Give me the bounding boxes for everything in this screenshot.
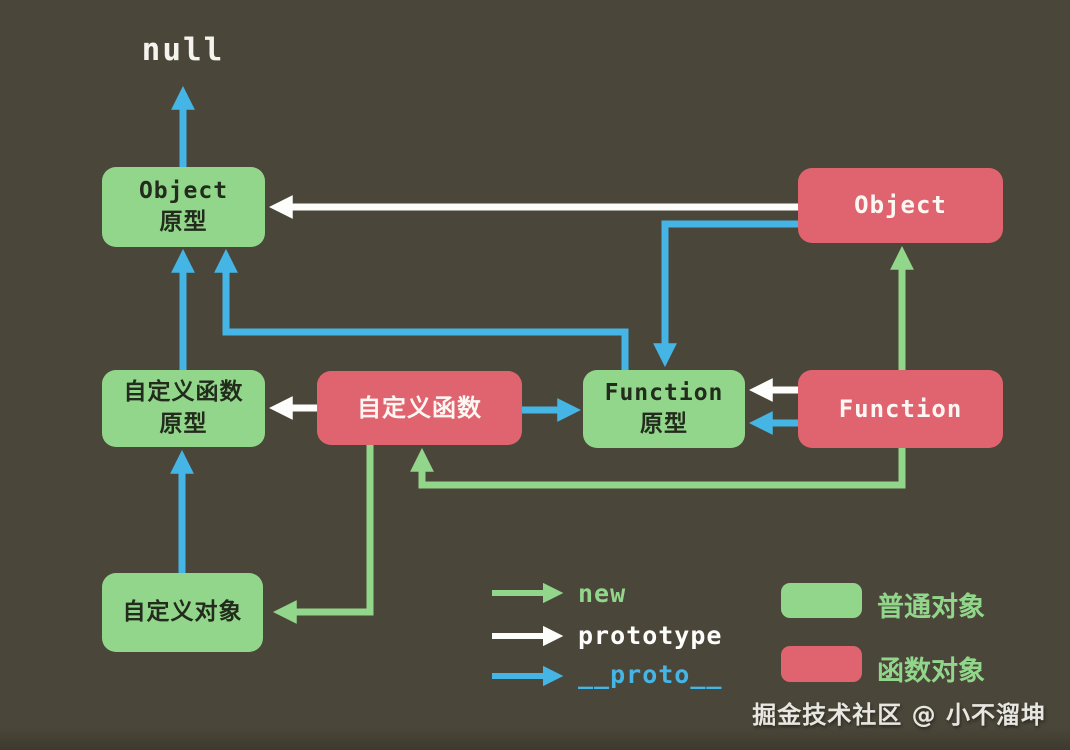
legend-label-function-object: 函数对象	[877, 656, 985, 687]
node-custom-function-prototype-line2: 原型	[159, 410, 208, 437]
node-function-line1: Function	[838, 394, 963, 423]
watermark: 掘金技术社区 @ 小不溜坤	[752, 701, 1046, 729]
legend-label-normal-object: 普通对象	[877, 592, 985, 623]
node-custom-function-prototype-line1: 自定义函数	[123, 379, 244, 406]
node-object-prototype-line2: 原型	[159, 209, 208, 235]
legend-label-proto: __proto__	[578, 660, 723, 689]
node-function-prototype-line1: Function	[604, 379, 724, 406]
legend-swatch-function-object	[781, 646, 862, 682]
arrow-proto-object-to-function-prototype	[653, 220, 798, 368]
node-object-prototype-line1: Object	[138, 177, 229, 204]
node-object-prototype: Object 原型	[102, 167, 265, 247]
node-custom-object: 自定义对象	[102, 573, 263, 652]
node-function-prototype: Function 原型	[583, 370, 745, 448]
arrow-new-custom-function-to-custom-object	[272, 445, 374, 624]
node-custom-function: 自定义函数	[317, 371, 522, 445]
legend-swatch-normal-object	[781, 583, 862, 618]
node-custom-function-prototype: 自定义函数 原型	[102, 370, 265, 447]
node-function: Function	[798, 370, 1003, 448]
arrow-new-function-to-custom-function	[410, 445, 906, 489]
node-object: Object	[798, 168, 1003, 243]
node-function-prototype-line2: 原型	[640, 411, 688, 437]
node-custom-object-line1: 自定义对象	[122, 598, 243, 625]
null-label: null	[141, 32, 225, 68]
node-object-line1: Object	[854, 191, 947, 220]
node-custom-function-line1: 自定义函数	[357, 393, 482, 422]
legend-label-prototype: prototype	[578, 621, 723, 650]
arrow-proto-function-prototype-to-object-prototype	[214, 248, 629, 370]
legend-label-new: new	[578, 579, 627, 608]
